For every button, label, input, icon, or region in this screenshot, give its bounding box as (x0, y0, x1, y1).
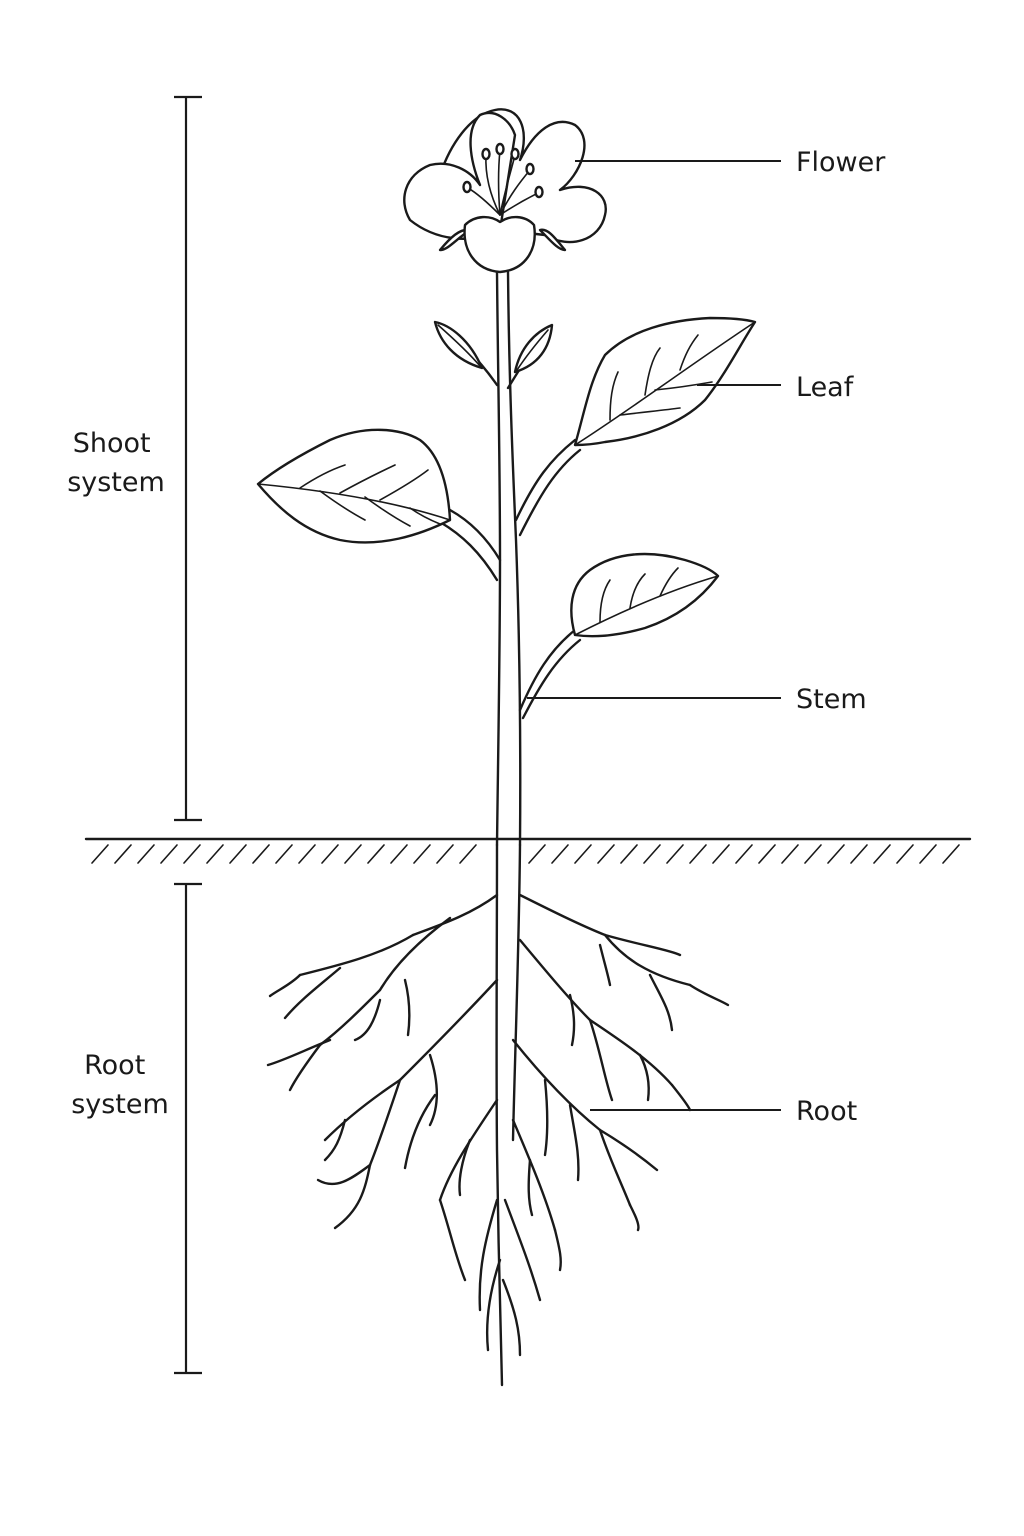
soil-surface (84, 837, 972, 864)
small-leaf-left (433, 320, 484, 370)
soil-hatch-mark (597, 844, 615, 864)
root-label: Root (796, 1096, 857, 1127)
soil-hatch-mark (114, 844, 132, 864)
leaf-label: Leaf (796, 372, 855, 403)
soil-hatch-mark (275, 844, 293, 864)
stem-drawing (438, 270, 582, 847)
soil-hatch-mark (758, 844, 776, 864)
soil-hatch-mark (804, 844, 822, 864)
leaf-left (256, 428, 452, 544)
soil-hatch-mark (183, 844, 201, 864)
soil-hatch-mark (321, 844, 339, 864)
small-leaf-right (513, 323, 554, 374)
soil-hatch-mark (436, 844, 454, 864)
soil-hatch-mark (781, 844, 799, 864)
soil-hatch-mark (689, 844, 707, 864)
soil-hatch-mark (873, 844, 891, 864)
soil-hatch-mark (919, 844, 937, 864)
soil-hatch-mark (551, 844, 569, 864)
soil-hatch-mark (160, 844, 178, 864)
flower-label: Flower (796, 147, 886, 178)
root-system-label: Root system (71, 1050, 169, 1120)
soil-hatch-mark (735, 844, 753, 864)
soil-hatch-mark (413, 844, 431, 864)
soil-hatch-mark (528, 844, 546, 864)
leaf-small-right (570, 552, 720, 638)
soil-hatch-mark (459, 844, 477, 864)
soil-hatch-mark (229, 844, 247, 864)
soil-hatch-mark (712, 844, 730, 864)
root-system-bracket (174, 882, 202, 1375)
soil-hatch-mark (896, 844, 914, 864)
shoot-system-label: Shoot system (67, 428, 165, 498)
soil-hatch-mark (137, 844, 155, 864)
root-system-drawing (266, 843, 730, 1387)
soil-hatch-mark (298, 844, 316, 864)
soil-hatch-mark (942, 844, 960, 864)
soil-hatch-mark (367, 844, 385, 864)
stem-label: Stem (796, 684, 867, 715)
soil-hatch-mark (344, 844, 362, 864)
soil-hatch-mark (91, 844, 109, 864)
flower-drawing (403, 108, 607, 274)
soil-hatch-mark (666, 844, 684, 864)
soil-hatch-mark (850, 844, 868, 864)
soil-hatch-mark (574, 844, 592, 864)
soil-hatch-mark (206, 844, 224, 864)
leaf-right (573, 316, 757, 447)
soil-hatch-mark (620, 844, 638, 864)
soil-hatch-mark (643, 844, 661, 864)
soil-hatch-mark (252, 844, 270, 864)
shoot-system-bracket (174, 95, 202, 822)
soil-hatch-mark (827, 844, 845, 864)
soil-hatch-mark (390, 844, 408, 864)
